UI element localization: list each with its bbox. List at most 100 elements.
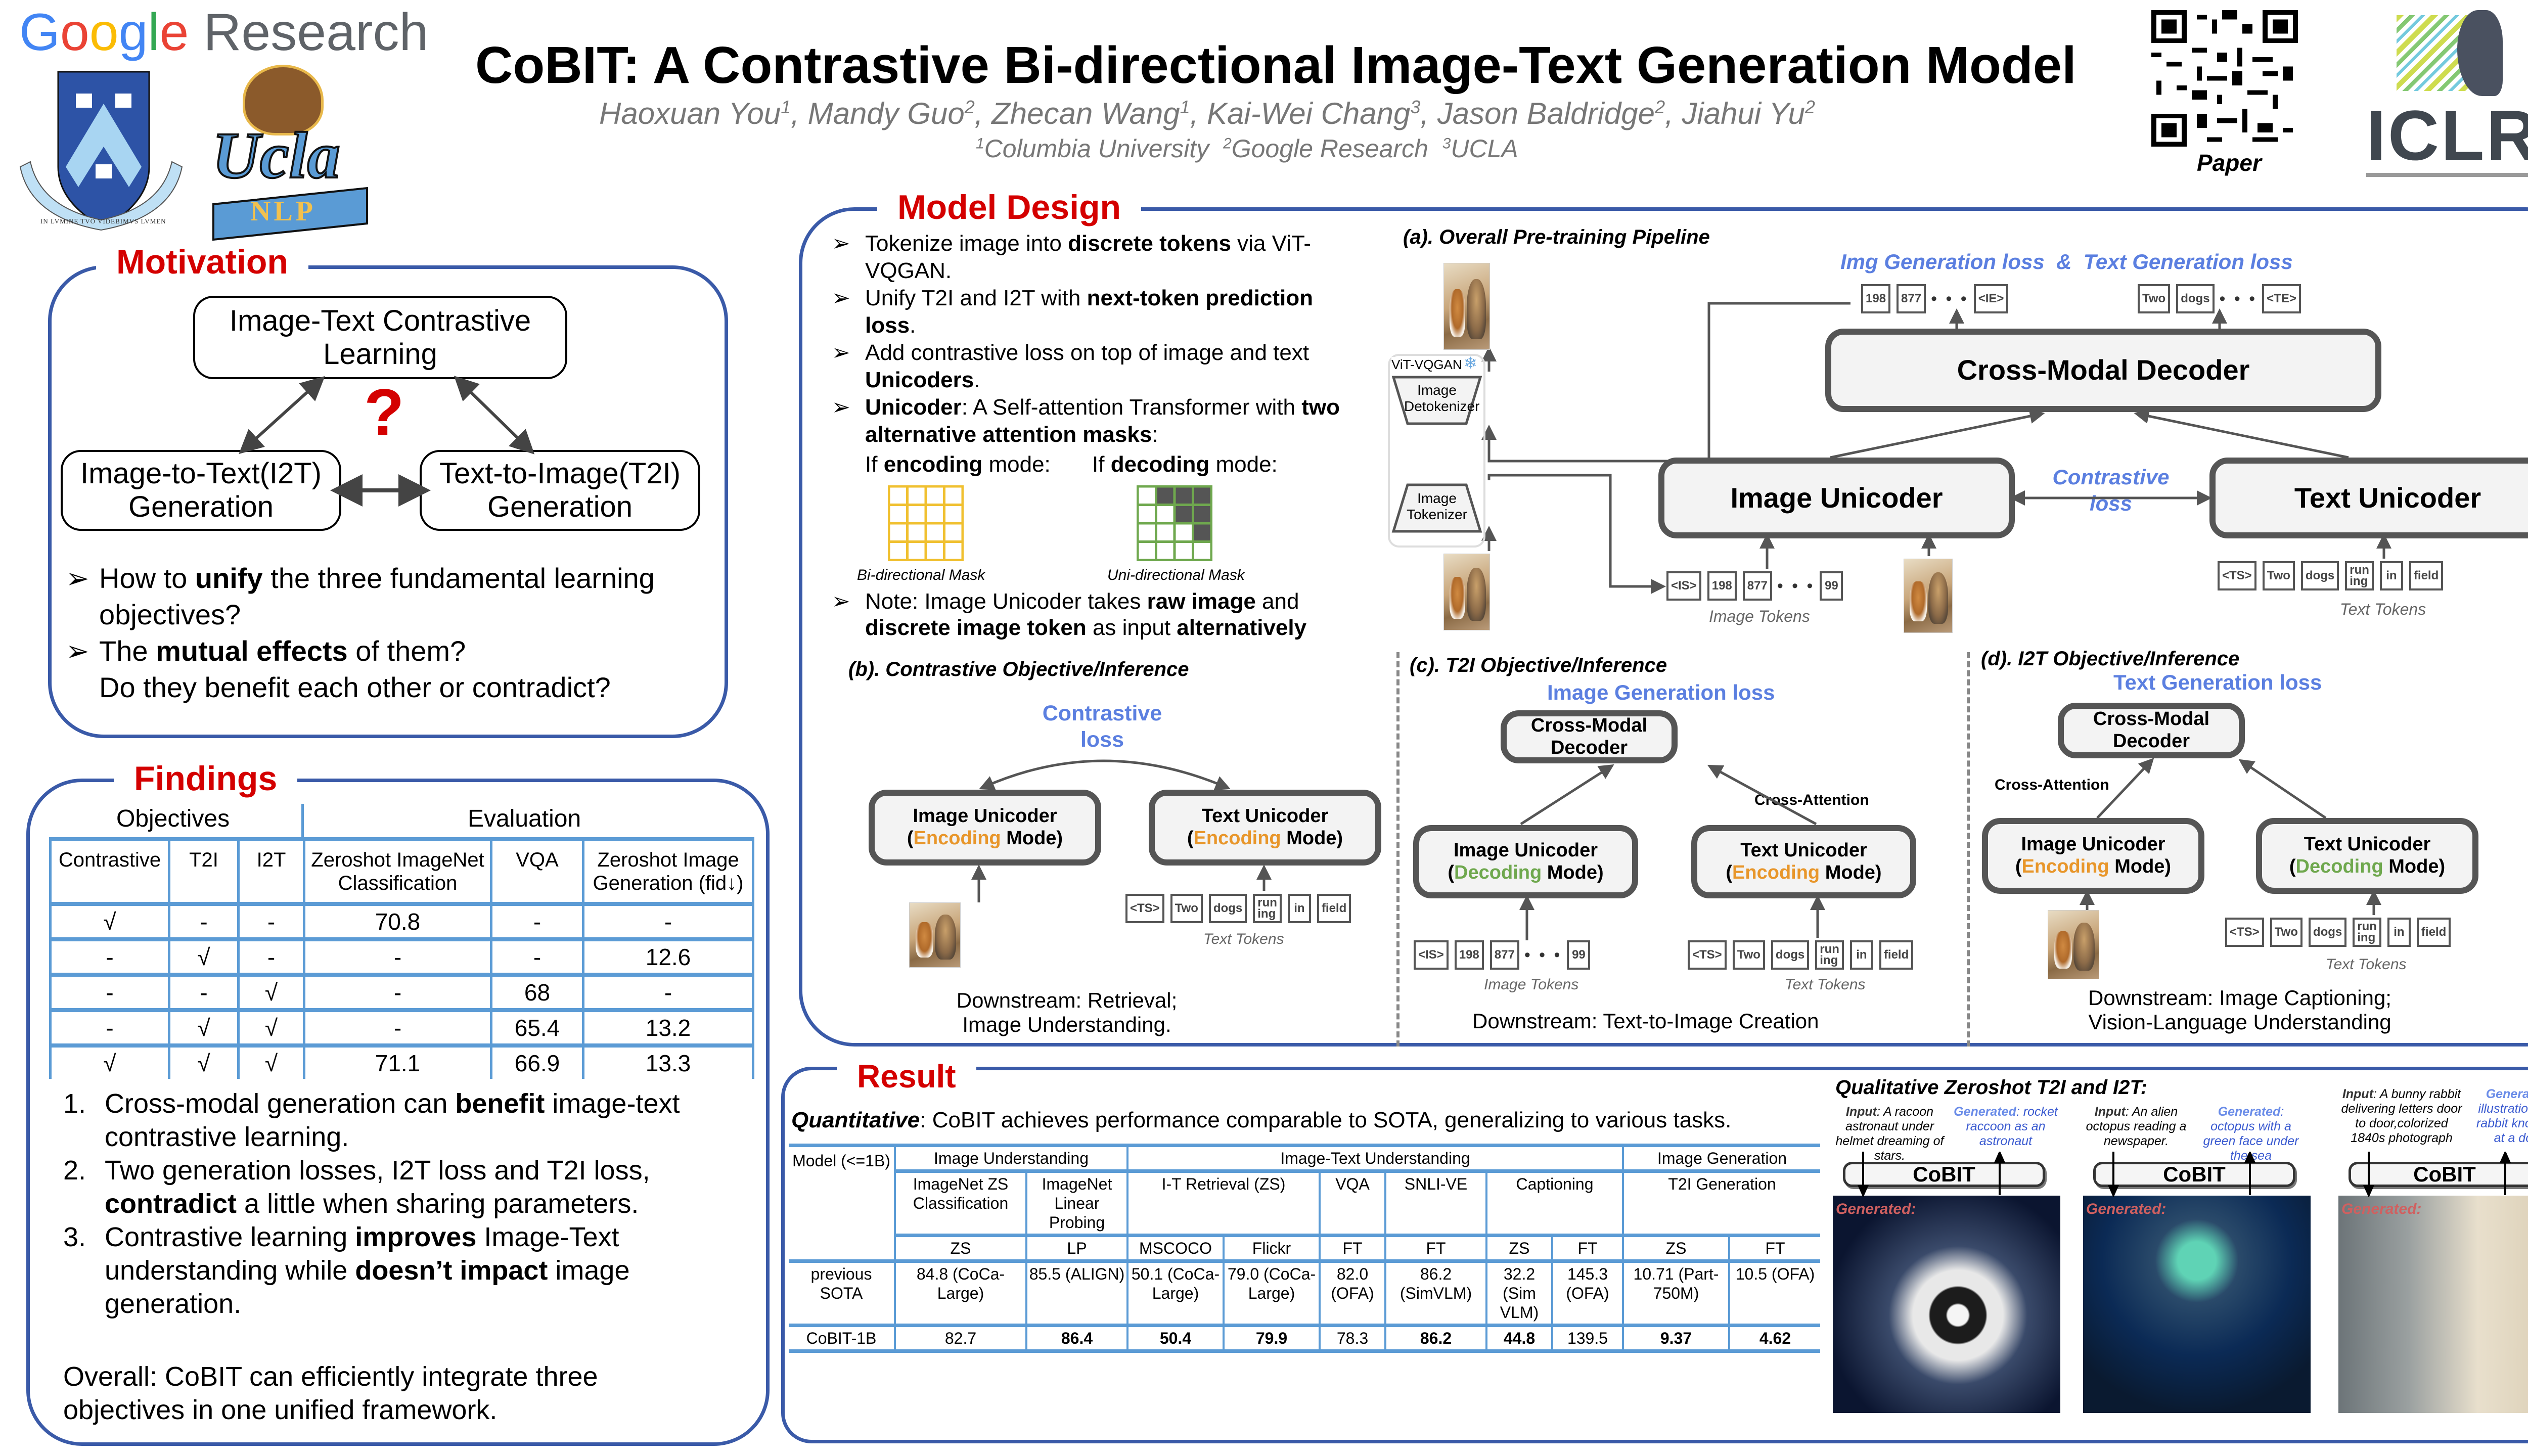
image-unicoder: Image Unicoder bbox=[1658, 458, 2015, 538]
token: in bbox=[2379, 561, 2403, 590]
findings-cell: √ bbox=[49, 904, 170, 939]
result-cell: 78.3 bbox=[1319, 1325, 1386, 1351]
setting-header: LP bbox=[1025, 1235, 1128, 1261]
setting-header: ZS bbox=[1622, 1235, 1730, 1261]
design-note: ➢ Note: Image Unicoder takes raw image a… bbox=[832, 589, 1307, 640]
contrastive-text-tokens-label: Text Tokens bbox=[1203, 931, 1284, 947]
author: Haoxuan You1 bbox=[599, 97, 791, 130]
task-header: ImageNet Linear Probing bbox=[1025, 1171, 1128, 1236]
encoding-mode-label: If encoding mode: bbox=[865, 452, 1051, 477]
author: Zhecan Wang1 bbox=[991, 97, 1190, 130]
result-cell: 50.4 bbox=[1126, 1325, 1225, 1351]
findings-cell: - bbox=[490, 939, 584, 975]
token: <IS> bbox=[1414, 940, 1449, 970]
findings-column-header: I2T bbox=[237, 839, 305, 904]
ucla-nlp-label: NLP bbox=[250, 196, 316, 227]
snowflake-icon: ❄ bbox=[1464, 354, 1477, 372]
design-bullet: Add contrastive loss on top of image and… bbox=[832, 339, 1368, 394]
row-label: previous SOTA bbox=[789, 1261, 896, 1326]
group-header: Image Understanding bbox=[894, 1145, 1128, 1171]
author: Mandy Guo2 bbox=[807, 97, 975, 130]
image-tokenizer bbox=[1391, 483, 1482, 533]
finding-point: 2.Two generation losses, I2T loss and T2… bbox=[63, 1155, 650, 1219]
t2i-cross-modal-decoder: Cross-Modal Decoder bbox=[1501, 710, 1678, 763]
result-cell: 82.7 bbox=[894, 1325, 1027, 1351]
findings-cell: - bbox=[237, 939, 305, 975]
subpanel-arrows bbox=[1519, 758, 2381, 940]
token: 99 bbox=[1820, 571, 1843, 601]
poster-title: CoBIT: A Contrastive Bi-directional Imag… bbox=[475, 36, 2076, 94]
paper-qr-code[interactable] bbox=[2151, 10, 2298, 147]
i2t-image-unicoder: Image Unicoder (Encoding Mode) bbox=[1982, 818, 2204, 894]
i2t-cross-modal-decoder: Cross-Modal Decoder bbox=[2058, 703, 2245, 758]
task-header: VQA bbox=[1319, 1171, 1386, 1236]
t2i-loss-title: Image Generation loss bbox=[1547, 680, 1775, 704]
token: <TS> bbox=[1125, 894, 1164, 923]
findings-cell: - bbox=[168, 975, 240, 1010]
motivation-arrows bbox=[239, 376, 535, 507]
qualitative-input-text: Input: An alien octopus reading a newspa… bbox=[2086, 1105, 2187, 1148]
result-cell: 32.2 (Sim VLM) bbox=[1485, 1261, 1553, 1326]
model-design-title: Model Design bbox=[877, 187, 1142, 228]
findings-cell: 13.2 bbox=[582, 1010, 754, 1045]
findings-cell: - bbox=[582, 904, 754, 939]
findings-cell: √ bbox=[237, 975, 305, 1010]
findings-cell: - bbox=[168, 904, 240, 939]
findings-group-evaluation: Evaluation bbox=[468, 805, 581, 832]
findings-points: 1.Cross-modal generation can benefit ima… bbox=[63, 1087, 761, 1321]
generated-image: Generated: bbox=[1833, 1196, 2060, 1413]
findings-overall: Overall: CoBIT can efficiently integrate… bbox=[63, 1361, 598, 1425]
cobit-model-box: CoBIT bbox=[2349, 1162, 2528, 1187]
qualitative-arrows bbox=[2363, 1152, 2511, 1197]
group-header: Image Generation bbox=[1622, 1145, 1820, 1171]
token: in bbox=[2387, 918, 2411, 947]
node-i2t-generation: Image-to-Text(I2T) Generation bbox=[61, 450, 341, 531]
image-detokenizer bbox=[1391, 376, 1482, 425]
motivation-title: Motivation bbox=[96, 242, 308, 282]
token: dogs bbox=[2176, 284, 2215, 313]
contrastive-downstream: Downstream: Retrieval;Image Understandin… bbox=[956, 988, 1178, 1036]
t2i-text-unicoder: Text Unicoder (Encoding Mode) bbox=[1691, 825, 1916, 898]
quantitative-summary: Quantitative: CoBIT achieves performance… bbox=[791, 1108, 1732, 1132]
decoding-mode-label: If decoding mode: bbox=[1092, 452, 1278, 477]
findings-column-header: Contrastive bbox=[49, 839, 170, 904]
ucla-nlp-logo: Ucla NLP bbox=[202, 65, 374, 241]
motivation-bullet: How to unify the three fundamental learn… bbox=[66, 560, 718, 633]
qr-caption: Paper bbox=[2197, 150, 2262, 176]
result-cell: 9.37 bbox=[1622, 1325, 1730, 1351]
task-header: T2I Generation bbox=[1622, 1171, 1820, 1236]
findings-cell: 70.8 bbox=[303, 904, 492, 939]
affiliation: 2Google Research bbox=[1223, 134, 1428, 163]
result-cell: 86.2 (SimVLM) bbox=[1384, 1261, 1487, 1326]
result-cell: 84.8 (CoCa-Large) bbox=[894, 1261, 1027, 1326]
setting-header: Flickr bbox=[1223, 1235, 1321, 1261]
image-tokens-label: Image Tokens bbox=[1709, 607, 1810, 625]
qualitative-input-text: Input: A racoon astronaut under helmet d… bbox=[1835, 1105, 1944, 1163]
pipeline-title: (a). Overall Pre-training Pipeline bbox=[1403, 226, 1710, 248]
question-mark: ? bbox=[364, 375, 404, 449]
i2t-panel-title: (d). I2T Objective/Inference bbox=[1981, 648, 2240, 670]
cobit-model-box: CoBIT bbox=[1843, 1162, 2045, 1187]
findings-cell: √ bbox=[237, 1045, 305, 1079]
token: <TS> bbox=[2225, 918, 2264, 947]
token: Two bbox=[1732, 940, 1765, 970]
task-header: ImageNet ZS Classification bbox=[894, 1171, 1027, 1236]
detokenizer-label: Image Detokenizer bbox=[1404, 382, 1480, 414]
token: 877 bbox=[1897, 284, 1926, 313]
row-label: CoBIT-1B bbox=[789, 1325, 896, 1351]
contrastive-arc bbox=[979, 759, 1231, 791]
token: 99 bbox=[1567, 940, 1591, 970]
findings-column-header: T2I bbox=[168, 839, 240, 904]
findings-column-header: Zeroshot Image Generation (fid↓) bbox=[582, 839, 754, 904]
findings-cell: - bbox=[49, 1010, 170, 1045]
text-tokens-label: Text Tokens bbox=[2340, 600, 2426, 618]
setting-header: FT bbox=[1551, 1235, 1624, 1261]
token: field bbox=[1317, 894, 1351, 923]
token: Two bbox=[1170, 894, 1203, 923]
setting-header: FT bbox=[1384, 1235, 1487, 1261]
tokenizer-label: Image Tokenizer bbox=[1407, 490, 1467, 522]
